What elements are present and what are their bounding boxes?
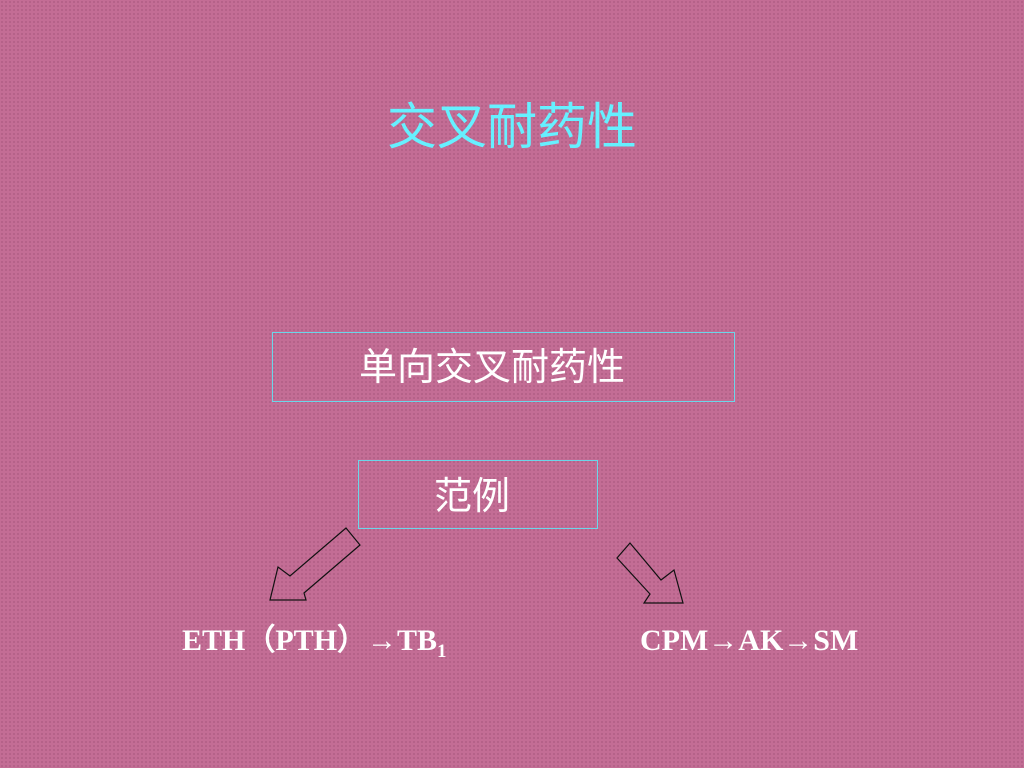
left-formula: ETH（PTH）→TB1: [182, 623, 447, 662]
slide-title: 交叉耐药性: [387, 98, 637, 156]
left-down-arrow-icon: [269, 527, 361, 601]
left-formula-subscript: 1: [437, 641, 447, 662]
one-way-cross-resistance-box: 单向交叉耐药性: [272, 332, 735, 402]
left-formula-text: ETH（PTH）→TB: [182, 624, 438, 657]
right-down-arrow-icon: [616, 542, 684, 604]
right-formula: CPM→AK→SM: [640, 624, 859, 657]
example-label: 范例: [434, 474, 511, 518]
one-way-cross-resistance-label: 单向交叉耐药性: [359, 345, 626, 389]
example-box: 范例: [358, 460, 598, 529]
